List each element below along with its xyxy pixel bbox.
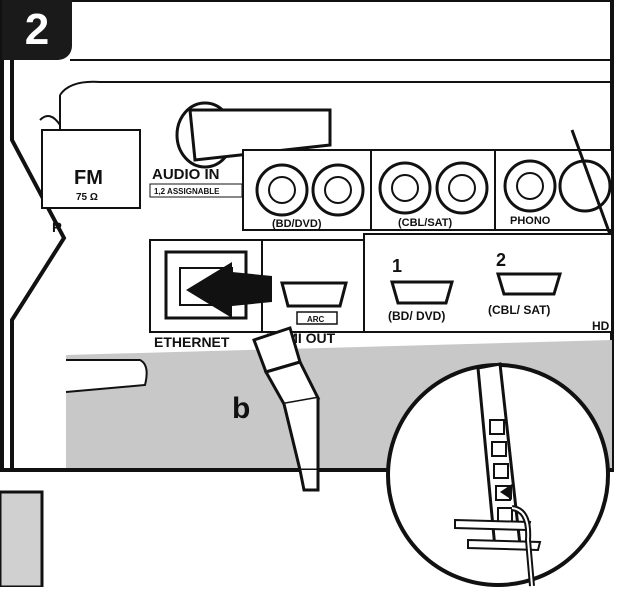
insert-arrow xyxy=(186,262,272,318)
bottom-left-box xyxy=(0,490,44,589)
ethernet-label: ETHERNET xyxy=(154,334,230,350)
callout-label: b xyxy=(232,392,251,425)
hdmi-in-1-name: (BD/ DVD) xyxy=(388,309,445,323)
r-label: R xyxy=(52,219,62,235)
bd-dvd-audio-label: (BD/DVD) xyxy=(272,218,322,230)
fm-ohm-label: 75 Ω xyxy=(76,192,98,203)
step-number-badge: 2 xyxy=(2,0,72,60)
arc-label: ARC xyxy=(307,315,325,324)
ethernet-cable xyxy=(252,326,321,472)
hdmi-in-2-name: (CBL/ SAT) xyxy=(488,303,550,317)
fm-label: FM xyxy=(74,167,103,189)
hdmi-in-2-number: 2 xyxy=(496,250,506,270)
audio-in-label: AUDIO IN xyxy=(152,166,220,183)
assignable-label: 1,2 ASSIGNABLE xyxy=(154,187,220,196)
magnified-detail xyxy=(386,362,610,587)
cbl-sat-audio-label: (CBL/SAT) xyxy=(398,217,453,229)
phono-label: PHONO xyxy=(510,215,551,227)
hd-label: HD xyxy=(592,319,610,333)
hdmi-in-1-number: 1 xyxy=(392,256,402,276)
